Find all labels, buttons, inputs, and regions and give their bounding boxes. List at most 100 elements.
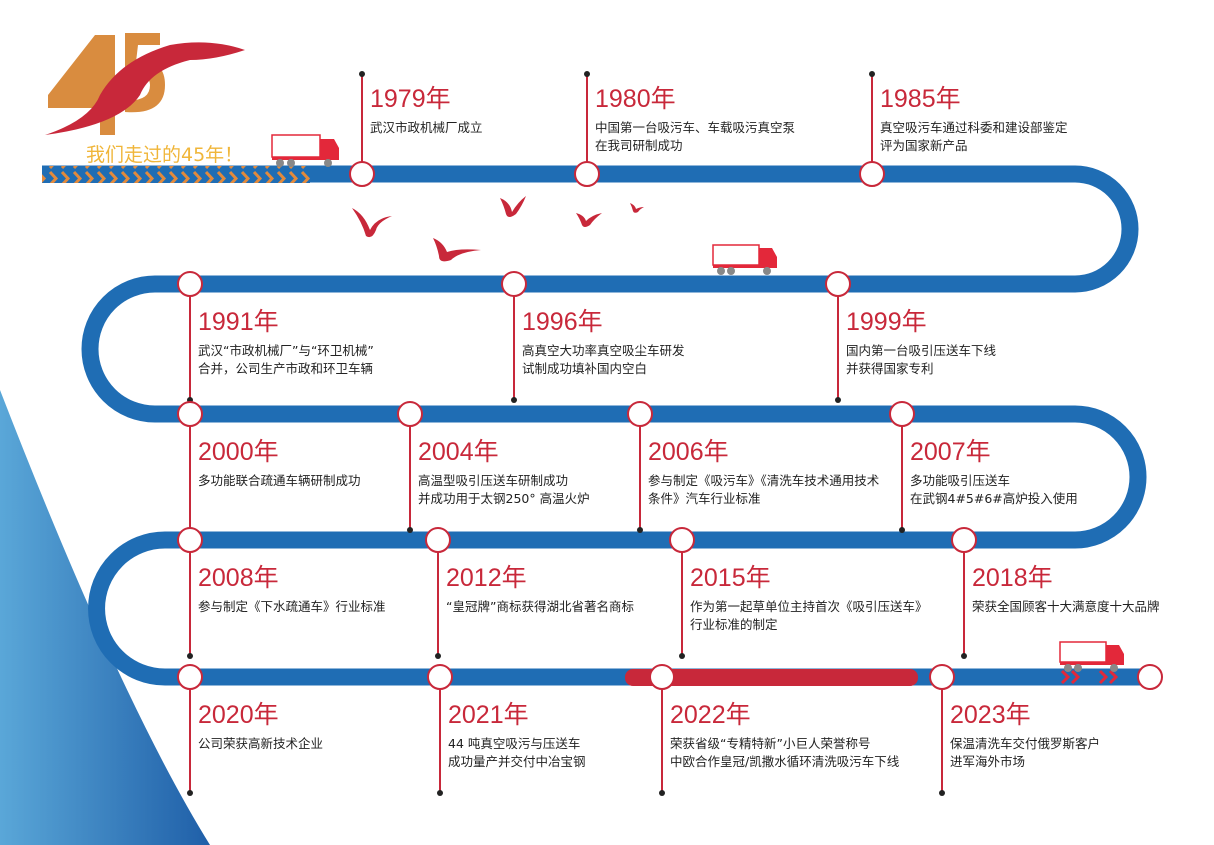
stem-dot bbox=[899, 527, 905, 533]
desc-line: 荣获省级“专精特新”小巨人荣誉称号 bbox=[670, 736, 871, 751]
desc-line: 武汉市政机械厂成立 bbox=[370, 120, 483, 135]
desc-line: 高温型吸引压送车研制成功 bbox=[418, 473, 569, 488]
event-desc: 保温清洗车交付俄罗斯客户进军海外市场 bbox=[950, 735, 1100, 771]
milestone-node bbox=[427, 664, 453, 690]
event-desc: 参与制定《下水疏通车》行业标准 bbox=[198, 598, 386, 616]
milestone-node bbox=[177, 664, 203, 690]
logo-45-icon bbox=[45, 33, 245, 135]
stem-dot bbox=[637, 527, 643, 533]
event-desc: 作为第一起草单位主持首次《吸引压送车》行业标准的制定 bbox=[690, 598, 928, 634]
event-desc: 荣获省级“专精特新”小巨人荣誉称号中欧合作皇冠/凯撒水循环清洗吸污车下线 bbox=[670, 735, 899, 771]
milestone-node bbox=[825, 271, 851, 297]
end-node bbox=[1137, 664, 1163, 690]
event-desc: 荣获全国顾客十大满意度十大品牌 bbox=[972, 598, 1160, 616]
event-year: 2008年 bbox=[198, 564, 279, 592]
milestone-node bbox=[574, 161, 600, 187]
stem-dot bbox=[407, 527, 413, 533]
event-desc: 高真空大功率真空吸尘车研发试制成功填补国内空白 bbox=[522, 342, 685, 378]
desc-line: 并获得国家专利 bbox=[846, 361, 934, 376]
stem-line bbox=[901, 424, 903, 529]
truck-icon bbox=[271, 134, 339, 167]
stem-dot bbox=[835, 397, 841, 403]
desc-line: 参与制定《下水疏通车》行业标准 bbox=[198, 599, 386, 614]
desc-line: 在我司研制成功 bbox=[595, 138, 683, 153]
stem-line bbox=[681, 550, 683, 655]
milestone-node bbox=[929, 664, 955, 690]
milestone-node bbox=[177, 527, 203, 553]
desc-line: 多功能联合疏通车辆研制成功 bbox=[198, 473, 361, 488]
truck-icon bbox=[712, 244, 777, 275]
event-desc: 真空吸污车通过科委和建设部鉴定评为国家新产品 bbox=[880, 119, 1068, 155]
event-desc: 多功能吸引压送车在武钢4#5#6#高炉投入使用 bbox=[910, 472, 1078, 508]
event-desc: 多功能联合疏通车辆研制成功 bbox=[198, 472, 361, 490]
stem-dot bbox=[437, 790, 443, 796]
stem-line bbox=[661, 687, 663, 792]
event-year: 2023年 bbox=[950, 701, 1031, 729]
stem-line bbox=[189, 424, 191, 529]
event-year: 1991年 bbox=[198, 308, 279, 336]
event-desc: 公司荣获高新技术企业 bbox=[198, 735, 323, 753]
chevron-end-icon bbox=[1060, 669, 1119, 685]
milestone-node bbox=[397, 401, 423, 427]
desc-line: 并成功用于太钢250° 高温火炉 bbox=[418, 491, 590, 506]
highlight-segment bbox=[625, 669, 918, 686]
milestone-node bbox=[669, 527, 695, 553]
event-desc: 高温型吸引压送车研制成功并成功用于太钢250° 高温火炉 bbox=[418, 472, 590, 508]
event-year: 2006年 bbox=[648, 438, 729, 466]
desc-line: 中欧合作皇冠/凯撒水循环清洗吸污车下线 bbox=[670, 754, 900, 769]
milestone-node bbox=[889, 401, 915, 427]
event-desc: 武汉“市政机械厂”与“环卫机械” 合并，公司生产市政和环卫车辆 bbox=[198, 342, 374, 378]
track-path bbox=[42, 165, 1150, 686]
desc-line: 进军海外市场 bbox=[950, 754, 1026, 769]
birds-icon bbox=[352, 196, 644, 262]
stem-dot bbox=[359, 71, 365, 77]
desc-line: 多功能吸引压送车 bbox=[910, 473, 1011, 488]
event-desc: 武汉市政机械厂成立 bbox=[370, 119, 483, 137]
event-year: 1996年 bbox=[522, 308, 603, 336]
milestone-node bbox=[501, 271, 527, 297]
stem-dot bbox=[939, 790, 945, 796]
desc-line: 武汉“市政机械厂”与“环卫机械” bbox=[198, 343, 374, 358]
truck-icon bbox=[1059, 641, 1124, 672]
stem-dot bbox=[187, 397, 193, 403]
slogan: 我们走过的45年！ bbox=[86, 144, 244, 166]
desc-line: 合并，公司生产市政和环卫车辆 bbox=[198, 361, 374, 376]
event-year: 1985年 bbox=[880, 85, 961, 113]
stem-line bbox=[439, 687, 441, 792]
desc-line: “皇冠牌”商标获得湖北省著名商标 bbox=[446, 599, 634, 614]
stem-line bbox=[361, 74, 363, 164]
corner-decoration bbox=[0, 390, 210, 845]
desc-line: 真空吸污车通过科委和建设部鉴定 bbox=[880, 120, 1068, 135]
event-desc: 44 吨真空吸污与压送车成功量产并交付中冶宝钢 bbox=[448, 735, 586, 771]
stem-dot bbox=[961, 653, 967, 659]
stem-dot bbox=[659, 790, 665, 796]
milestone-node bbox=[177, 271, 203, 297]
desc-line: 高真空大功率真空吸尘车研发 bbox=[522, 343, 685, 358]
event-desc: 国内第一台吸引压送车下线并获得国家专利 bbox=[846, 342, 996, 378]
desc-line: 保温清洗车交付俄罗斯客户 bbox=[950, 736, 1101, 751]
stem-line bbox=[437, 550, 439, 655]
milestone-node bbox=[177, 401, 203, 427]
event-desc: 参与制定《吸污车》《清洗车技术通用技术条件》汽车行业标准 bbox=[648, 472, 879, 508]
stem-line bbox=[871, 74, 873, 164]
event-year: 2021年 bbox=[448, 701, 529, 729]
stem-dot bbox=[187, 790, 193, 796]
event-year: 2000年 bbox=[198, 438, 279, 466]
event-year: 2020年 bbox=[198, 701, 279, 729]
stem-line bbox=[189, 550, 191, 655]
stem-line bbox=[189, 294, 191, 399]
stem-line bbox=[963, 550, 965, 655]
stem-dot bbox=[435, 653, 441, 659]
milestone-node bbox=[349, 161, 375, 187]
desc-line: 公司荣获高新技术企业 bbox=[198, 736, 324, 751]
desc-line: 44 吨真空吸污与压送车 bbox=[448, 736, 581, 751]
desc-line: 成功量产并交付中冶宝钢 bbox=[448, 754, 586, 769]
desc-line: 荣获全国顾客十大满意度十大品牌 bbox=[972, 599, 1160, 614]
desc-line: 在武钢4#5#6#高炉投入使用 bbox=[910, 491, 1078, 506]
event-year: 2012年 bbox=[446, 564, 527, 592]
event-year: 1980年 bbox=[595, 85, 676, 113]
stem-line bbox=[513, 294, 515, 399]
stem-dot bbox=[679, 653, 685, 659]
stem-dot bbox=[187, 653, 193, 659]
